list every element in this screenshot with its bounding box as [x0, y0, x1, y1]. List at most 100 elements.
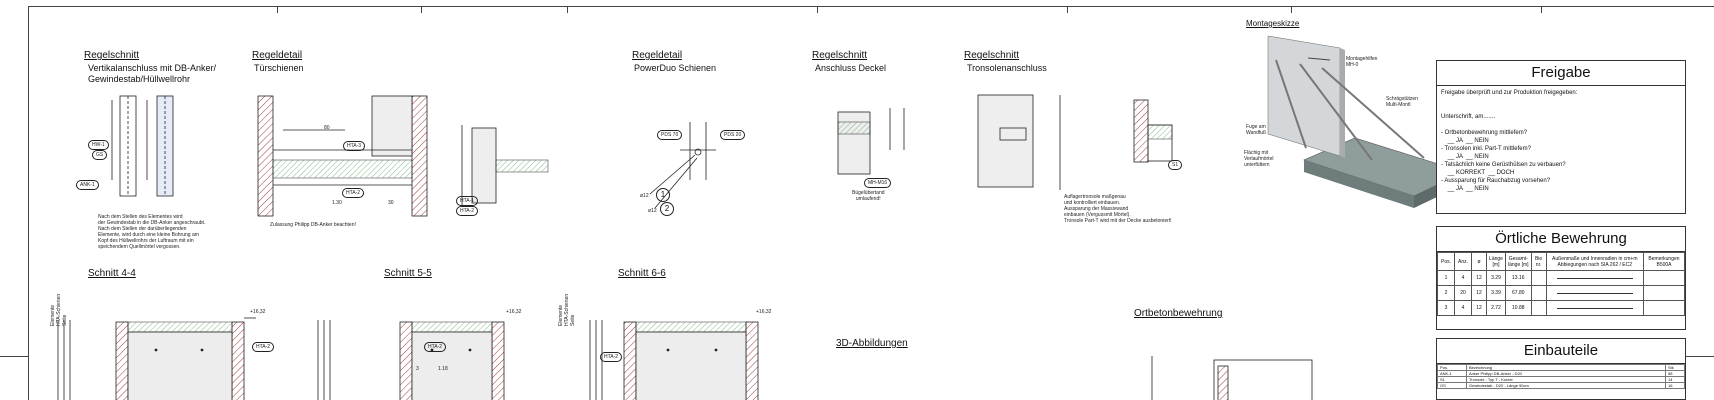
table-cell: Gewindestab - D20 - Länge 90cm: [1466, 382, 1666, 389]
note-fuge: Fuge am Wandfuß: [1246, 124, 1267, 136]
table-cell: 16: [1665, 382, 1685, 389]
table-cell: 10.88: [1505, 300, 1532, 316]
dim-130: 1.30: [332, 200, 342, 206]
table-cell: 3.29: [1486, 270, 1506, 286]
tag-s1: S1: [1168, 160, 1183, 170]
note-verlaufmoertel: Flächig mit Verlaufmörtel unterfüttern: [1244, 150, 1274, 168]
frame-tick: [1291, 7, 1292, 13]
table-cell: [1643, 300, 1685, 316]
table-header-cell: Pos.: [1437, 252, 1455, 271]
dim-30: 30: [388, 200, 394, 206]
detail-powerduo: [649, 122, 716, 209]
freigabe-checklist: Freigabe überprüft und zur Produktion fr…: [1441, 90, 1578, 192]
dim-3: 3: [416, 366, 419, 372]
label-d12: ø12: [640, 193, 649, 199]
section-6-6: [589, 320, 759, 400]
table-row: GS Gewindestab - D20 - Länge 90cm 16: [1437, 382, 1685, 389]
table-row: 3 4 12 2.72 10.88: [1437, 300, 1685, 316]
heading-3d-abbildungen: 3D-Abbildungen: [836, 338, 908, 349]
table-cell: 20: [1454, 285, 1472, 301]
heading-regelschnitt-2: Regelschnitt: [812, 50, 868, 61]
table-cell: 12: [1471, 300, 1487, 316]
table-header-cell: Anz.: [1454, 252, 1472, 271]
frame-tick: [277, 7, 278, 13]
tag-hta1: HTA-1: [456, 196, 479, 206]
montage-illustration: [1267, 35, 1465, 208]
heading-schnitt-4-4: Schnitt 4-4: [88, 268, 136, 279]
section-5-5: [317, 320, 505, 400]
einbauteile-table: Pos. Bezeichnung Stk ANK-1 Anker Philipp…: [1437, 364, 1685, 389]
drawing-sheet: [28, 6, 1714, 400]
margin-line: [1686, 356, 1714, 357]
detail-tronsole: [977, 94, 1173, 190]
table-row: 1 4 12 3.29 13.16: [1437, 270, 1685, 286]
dim-80: 80: [324, 125, 330, 131]
subtitle-tronsole: Tronsolenanschluss: [967, 63, 1047, 73]
frame-tick: [567, 7, 568, 13]
table-cell: 1: [1437, 270, 1455, 286]
detail-deckel: [837, 108, 905, 175]
freigabe-panel: Freigabe Freigabe überprüft und zur Prod…: [1436, 60, 1686, 214]
tag-ank1: ANK-1: [76, 180, 99, 190]
tag-hta2: HTA-2: [342, 188, 365, 198]
tag-hta2-66: HTA-2: [600, 352, 623, 362]
bewehrung-panel: Örtliche Bewehrung Pos. Anz. ø Länge [m]…: [1436, 226, 1686, 330]
marker-2: 2: [660, 202, 674, 216]
table-cell: 2.72: [1486, 300, 1506, 316]
heading-montageskizze: Montageskizze: [1246, 19, 1300, 28]
tag-hw1: HW-1: [88, 140, 109, 150]
einbauteile-title: Einbauteile: [1437, 339, 1685, 364]
table-cell: 12: [1471, 270, 1487, 286]
table-cell: [1643, 270, 1685, 286]
table-cell: 4: [1454, 270, 1472, 286]
subtitle-deckel: Anschluss Deckel: [815, 63, 887, 73]
level-6-6: +16,32: [756, 309, 772, 315]
table-cell: 3.39: [1486, 285, 1506, 301]
subtitle-powerduo: PowerDuo Schienen: [634, 63, 717, 73]
frame-tick: [421, 7, 422, 13]
table-cell: 2: [1437, 285, 1455, 301]
note-gewindestab: Nach dem Stellen des Elementes wird der …: [98, 214, 206, 250]
note-elemente-vertical: Elemente HTA-Schienen Seite: [50, 293, 68, 326]
table-header-cell: ø: [1471, 252, 1487, 271]
frame-tick: [1541, 7, 1542, 13]
heading-regeldetail-1: Regeldetail: [252, 50, 303, 61]
table-header-cell: Gesamt- länge [m]: [1505, 252, 1532, 271]
tag-gs: GS: [92, 150, 108, 160]
table-row: 2 20 12 3.39 67.80: [1437, 285, 1685, 301]
tag-mhm16: MH-M16: [864, 178, 892, 188]
label-d12-b: ø12: [648, 208, 657, 214]
marker-1: 1: [656, 188, 670, 202]
bewehrung-header-row: Pos. Anz. ø Länge [m] Gesamt- länge [m] …: [1437, 252, 1685, 271]
table-header-cell: Außenmaße und Innenradien in cm+m Abbieg…: [1545, 252, 1645, 271]
table-cell: [1530, 285, 1547, 301]
heading-regelschnitt-1: Regelschnitt: [84, 50, 140, 61]
detail-tuerschienen: [257, 95, 428, 217]
detail-side: [461, 125, 549, 205]
heading-regelschnitt-3: Regelschnitt: [964, 50, 1020, 61]
dim-118: 1.18: [438, 366, 448, 372]
tag-hta3: HTA-3: [343, 141, 366, 151]
frame-tick: [817, 7, 818, 13]
frame-tick: [1067, 7, 1068, 13]
margin-line: [0, 356, 28, 357]
note-elemente-vertical-b: Elemente HTA-Schienen Seite: [558, 293, 576, 326]
level-4-4: +16,32: [250, 309, 266, 315]
table-cell: 12: [1471, 285, 1487, 301]
tag-pds70: PDS 70: [657, 130, 683, 140]
tag-hta2-b: HTA-2: [456, 206, 479, 216]
note-tronsole: Auflagertronsole maßgenau und kontrollie…: [1064, 194, 1172, 224]
heading-schnitt-6-6: Schnitt 6-6: [618, 268, 666, 279]
table-cell: [1643, 285, 1685, 301]
subtitle-tuerschienen: Türschienen: [254, 63, 304, 73]
note-zulassung: Zulassung Philipp DB-Anker beachten!: [270, 222, 356, 228]
bewehrung-title: Örtliche Bewehrung: [1437, 227, 1685, 252]
einbauteile-panel: Einbauteile Pos. Bezeichnung Stk ANK-1 A…: [1436, 338, 1686, 400]
note-montagehilfen: Montagehilfen MH-0: [1346, 56, 1378, 68]
table-header-cell: Bie nr.: [1530, 252, 1547, 271]
bar-shape-cell: [1545, 285, 1645, 301]
table-cell: 4: [1454, 300, 1472, 316]
bewehrung-table: Pos. Anz. ø Länge [m] Gesamt- länge [m] …: [1437, 252, 1685, 316]
tag-hta2-44: HTA-2: [252, 342, 275, 352]
